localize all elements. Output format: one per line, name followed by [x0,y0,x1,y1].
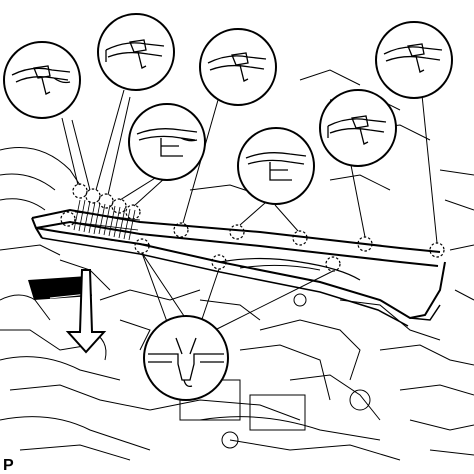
claw-detail-circle [143,315,229,401]
clip-location [85,188,101,204]
clip-detail-circle [128,103,206,181]
clip-location [98,193,114,209]
clip-sketches [11,39,443,388]
clip-detail-circle [199,28,277,106]
clip-detail-circle [375,21,453,99]
cowl-louver [31,208,446,327]
clip-location [125,204,141,220]
clip-location [292,230,308,246]
down-arrow-icon [28,269,107,354]
louver-grille [71,199,141,241]
engine-bay-background [0,69,474,461]
callout-circles [3,13,453,401]
figure-corner-label: P [3,457,14,474]
clip-location [429,242,445,258]
clip-detail-circle [237,127,315,205]
clip-location [72,183,88,199]
clip-location [229,224,245,240]
leader-lines [61,89,438,331]
clip-location [173,222,189,238]
clip-location [60,211,76,227]
clip-location [111,198,127,214]
